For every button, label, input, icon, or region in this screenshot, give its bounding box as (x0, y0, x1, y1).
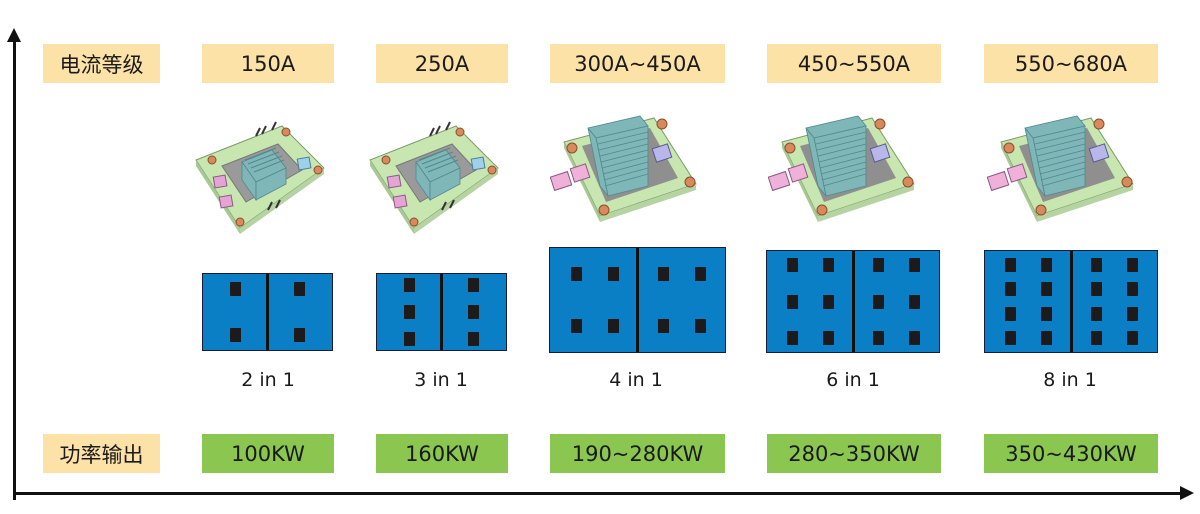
chip-divider (851, 251, 855, 352)
small-module-image (364, 118, 504, 238)
power-label-5: 350~430KW (984, 434, 1158, 473)
chip-divider (1069, 251, 1073, 352)
chip-die (823, 258, 835, 273)
power-label-1: 100KW (202, 434, 334, 473)
config-label-1: 2 in 1 (241, 369, 295, 391)
chip-die (1005, 258, 1017, 273)
chip-die (1041, 258, 1053, 273)
chip-die (1127, 282, 1139, 297)
config-label-5: 8 in 1 (1043, 369, 1097, 391)
chip-die (909, 258, 921, 273)
chip-die (403, 305, 415, 319)
chip-layout-4in1 (549, 247, 726, 353)
large-module-image (767, 112, 918, 230)
current-rating-row-label: 电流等级 (43, 44, 160, 83)
chip-die (607, 319, 619, 333)
chip-die (1041, 282, 1053, 297)
chip-die (695, 319, 706, 333)
chip-die (695, 267, 706, 281)
chip-die (294, 282, 306, 297)
chip-die (823, 294, 835, 309)
chip-layout-8in1 (984, 250, 1158, 353)
chip-die (1005, 282, 1017, 297)
small-module-image (190, 118, 330, 238)
current-label-2: 250A (376, 44, 508, 83)
chip-die (873, 258, 885, 273)
power-label-4: 280~350KW (767, 434, 941, 473)
chip-die (403, 332, 415, 347)
chip-divider (636, 248, 639, 352)
chip-die (468, 305, 480, 319)
chip-die (1091, 330, 1103, 345)
chip-die (607, 267, 619, 281)
chip-die (1127, 330, 1139, 345)
power-label-3: 190~280KW (550, 434, 725, 473)
chip-die (1005, 330, 1017, 345)
chip-die (229, 327, 241, 342)
chip-divider (440, 274, 443, 350)
chip-die (909, 330, 921, 345)
chip-die (1091, 282, 1103, 297)
chip-die (294, 327, 306, 342)
chip-die (823, 330, 835, 345)
chip-die (570, 267, 582, 281)
chip-die (1091, 306, 1103, 321)
chip-die (909, 294, 921, 309)
chip-layout-6in1 (766, 250, 940, 353)
chip-die (787, 330, 799, 345)
chip-die (403, 277, 415, 292)
chip-die (658, 319, 670, 333)
chip-die (1041, 306, 1053, 321)
chip-die (787, 258, 799, 273)
chip-divider (266, 274, 269, 350)
chip-die (1091, 258, 1103, 273)
chip-die (658, 267, 670, 281)
config-label-3: 4 in 1 (609, 369, 663, 391)
chip-die (468, 332, 480, 347)
x-axis (13, 492, 1183, 495)
current-label-1: 150A (202, 44, 334, 83)
chip-layout-2in1 (202, 273, 333, 351)
power-output-row-label: 功率输出 (43, 434, 160, 473)
large-module-image (986, 112, 1137, 230)
chip-layout-3in1 (376, 273, 507, 351)
large-module-image (549, 112, 700, 230)
chip-die (873, 330, 885, 345)
chip-die (468, 277, 480, 292)
chip-die (1127, 306, 1139, 321)
config-label-4: 6 in 1 (826, 369, 880, 391)
chip-die (1041, 330, 1053, 345)
chip-die (873, 294, 885, 309)
chip-die (1127, 258, 1139, 273)
current-label-4: 450~550A (767, 44, 941, 83)
chip-die (229, 282, 241, 297)
current-label-3: 300A~450A (550, 44, 725, 83)
config-label-2: 3 in 1 (414, 369, 468, 391)
chip-die (787, 294, 799, 309)
power-label-2: 160KW (376, 434, 508, 473)
y-axis-arrow-icon (7, 28, 21, 42)
x-axis-arrow-icon (1180, 486, 1194, 500)
current-label-5: 550~680A (984, 44, 1158, 83)
chip-die (570, 319, 582, 333)
chip-die (1005, 306, 1017, 321)
y-axis (13, 38, 16, 500)
